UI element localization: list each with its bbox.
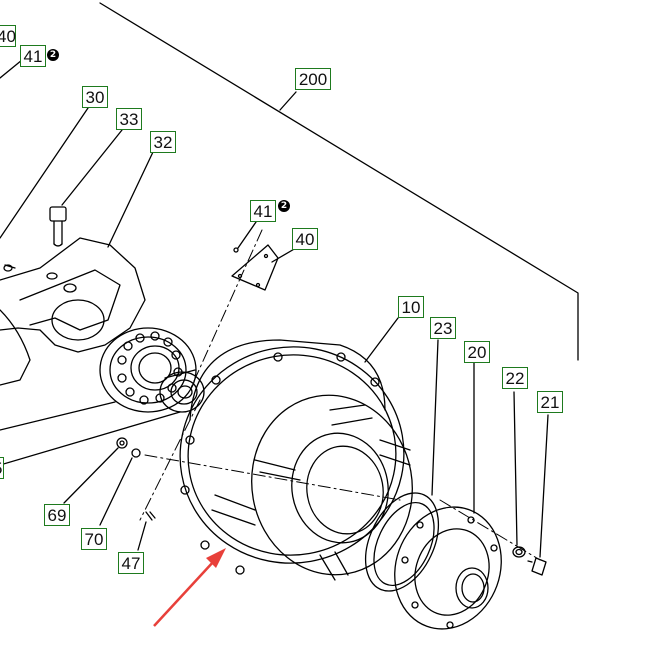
note-badge-mid: 2 — [278, 200, 290, 212]
cover-20 — [394, 506, 502, 630]
leader-23 — [431, 339, 439, 496]
leader-33 — [61, 129, 123, 206]
leader-10 — [364, 317, 399, 363]
callout-40-mid: 40 — [292, 228, 318, 250]
callout-200: 200 — [295, 68, 331, 90]
leader-70 — [99, 457, 133, 526]
callout-41-mid: 41 — [250, 200, 276, 222]
leader-40-mid — [271, 247, 297, 263]
leader-47 — [137, 521, 147, 551]
leader-69 — [63, 447, 119, 504]
axis-line-3 — [144, 454, 401, 501]
gasket-23 — [364, 492, 440, 592]
bolt-33 — [49, 206, 67, 247]
bearing — [99, 327, 197, 413]
leader-30 — [0, 107, 89, 239]
nut-69 — [116, 437, 128, 449]
callout-21: 21 — [537, 391, 563, 413]
leader-21 — [539, 414, 549, 558]
leader-22 — [513, 391, 518, 546]
small-hub — [159, 369, 205, 413]
callout-20: 20 — [464, 341, 490, 363]
leader-41-top — [0, 59, 23, 79]
housing-10 — [179, 339, 413, 581]
axis-line-1 — [189, 229, 263, 391]
callout-left-partial: 5 — [0, 457, 4, 479]
callout-23: 23 — [430, 317, 456, 339]
gasket-40 — [231, 244, 279, 291]
leader-200 — [279, 91, 297, 111]
callout-47: 47 — [118, 552, 144, 574]
callout-22: 22 — [502, 367, 528, 389]
leader-left-2 — [0, 411, 181, 466]
washer-22 — [512, 546, 526, 558]
axis-line-4 — [439, 499, 541, 561]
plug-21 — [527, 557, 547, 576]
callout-32: 32 — [150, 131, 176, 153]
assembly-bracket-200 — [99, 2, 579, 361]
callout-41-top: 41 — [20, 45, 46, 67]
screw-41 — [233, 247, 239, 253]
housing-32 — [0, 237, 146, 386]
callout-10: 10 — [398, 296, 424, 318]
callout-69: 69 — [44, 504, 70, 526]
leader-left-1 — [0, 401, 116, 431]
callout-70: 70 — [81, 528, 107, 550]
leader-41-mid — [237, 221, 257, 249]
note-badge-top: 2 — [47, 49, 59, 61]
red-arrow-icon — [153, 548, 226, 627]
callout-33: 33 — [116, 108, 142, 130]
leader-32 — [107, 151, 154, 248]
pin-47 — [145, 511, 156, 521]
washer-70 — [131, 448, 141, 458]
callout-40-top: 40 — [0, 25, 16, 47]
callout-30: 30 — [82, 86, 108, 108]
